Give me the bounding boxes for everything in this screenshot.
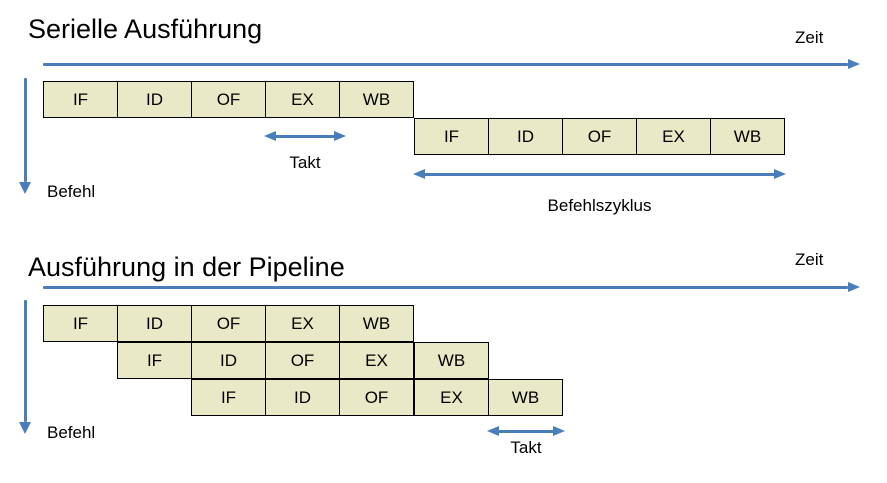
stage-box: EX <box>265 305 340 342</box>
stage-box: OF <box>562 118 637 155</box>
stage-box: ID <box>117 305 192 342</box>
time-axis-shaft <box>43 286 848 289</box>
section-serielle-ausfuehrung: Serielle Ausführung Zeit Befehl IF ID OF… <box>0 0 887 240</box>
instruction-axis-shaft <box>24 78 27 182</box>
stage-box: WB <box>414 342 489 379</box>
instruction-axis-label-pipeline: Befehl <box>47 423 96 442</box>
stage-box: WB <box>710 118 785 155</box>
measure-shaft <box>495 430 557 433</box>
stage-box: ID <box>117 81 192 118</box>
arrow-left-icon <box>413 169 425 179</box>
instruction-axis-shaft <box>24 300 27 422</box>
stage-box: ID <box>191 342 266 379</box>
stage-box: IF <box>43 305 118 342</box>
stage-box: ID <box>265 379 340 416</box>
stage-box: ID <box>488 118 563 155</box>
stage-box: IF <box>191 379 266 416</box>
arrow-down-icon <box>19 182 31 194</box>
page-title-serial: Serielle Ausführung <box>28 14 263 44</box>
measure-arrow-takt-pipeline <box>487 426 565 437</box>
stage-box: OF <box>191 81 266 118</box>
measure-label-takt-pipeline: Takt <box>510 438 542 457</box>
time-axis-label-pipeline: Zeit <box>795 250 824 269</box>
stage-box: EX <box>339 342 414 379</box>
instruction-axis-pipeline <box>19 300 32 436</box>
arrow-right-icon <box>848 59 860 69</box>
stage-box: OF <box>191 305 266 342</box>
measure-arrow-takt-serial <box>264 131 346 142</box>
measure-label-befehlszyklus: Befehlszyklus <box>547 196 652 215</box>
stage-box: WB <box>339 305 414 342</box>
time-axis-serial <box>43 59 887 70</box>
stage-box: WB <box>339 81 414 118</box>
stage-box: OF <box>265 342 340 379</box>
time-axis-shaft <box>43 63 848 66</box>
instruction-axis-serial <box>19 78 32 196</box>
arrow-right-icon <box>334 131 346 141</box>
stage-box: IF <box>117 342 192 379</box>
stage-box: EX <box>265 81 340 118</box>
time-axis-label-serial: Zeit <box>795 28 824 47</box>
arrow-right-icon <box>553 426 565 436</box>
arrow-left-icon <box>264 131 276 141</box>
instruction-axis-label-serial: Befehl <box>47 182 96 201</box>
arrow-right-icon <box>774 169 786 179</box>
measure-arrow-befehlszyklus <box>413 169 786 180</box>
stage-box: WB <box>488 379 563 416</box>
stage-box: EX <box>636 118 711 155</box>
arrow-right-icon <box>848 282 860 292</box>
measure-shaft <box>272 135 338 138</box>
stage-box: EX <box>414 379 489 416</box>
arrow-left-icon <box>487 426 499 436</box>
stage-box: IF <box>414 118 489 155</box>
page-title-pipeline: Ausführung in der Pipeline <box>28 252 345 282</box>
arrow-down-icon <box>19 422 31 434</box>
stage-box: OF <box>339 379 414 416</box>
measure-label-takt-serial: Takt <box>289 153 321 172</box>
time-axis-pipeline <box>43 282 887 293</box>
stage-box: IF <box>43 81 118 118</box>
measure-shaft <box>421 173 778 176</box>
section-pipeline-ausfuehrung: Ausführung in der Pipeline Zeit Befehl I… <box>0 240 887 483</box>
